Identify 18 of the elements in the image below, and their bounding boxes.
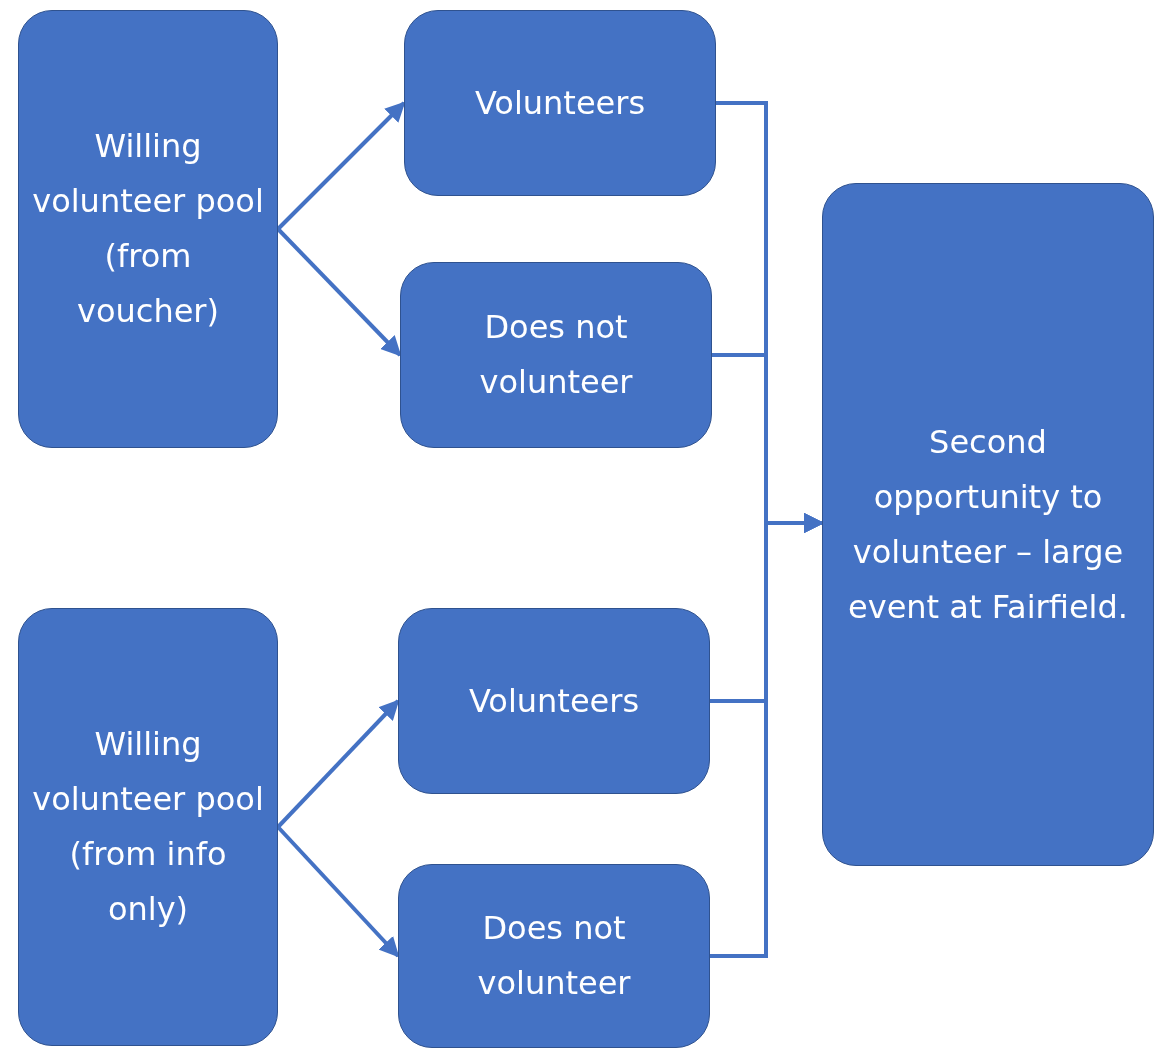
process-box bbox=[18, 10, 278, 448]
box-label: Volunteers bbox=[468, 680, 640, 722]
arrow bbox=[276, 825, 400, 958]
process-box bbox=[398, 608, 710, 794]
process-box bbox=[822, 183, 1154, 866]
box-label: Willing volunteer pool (from info only) bbox=[31, 724, 265, 930]
arrow bbox=[276, 101, 406, 231]
box-label: Volunteers bbox=[474, 82, 646, 124]
box-label: Does not volunteer bbox=[478, 307, 634, 403]
box-label: Second opportunity to volunteer – large event at Fairfield. bbox=[847, 421, 1129, 628]
box-label: Does not volunteer bbox=[476, 908, 632, 1004]
process-box bbox=[18, 608, 278, 1046]
arrow bbox=[276, 699, 400, 829]
arrow bbox=[276, 227, 402, 357]
process-box bbox=[400, 262, 712, 448]
process-box bbox=[398, 864, 710, 1048]
box-label: Willing volunteer pool (from voucher) bbox=[31, 126, 265, 332]
process-box bbox=[404, 10, 716, 196]
